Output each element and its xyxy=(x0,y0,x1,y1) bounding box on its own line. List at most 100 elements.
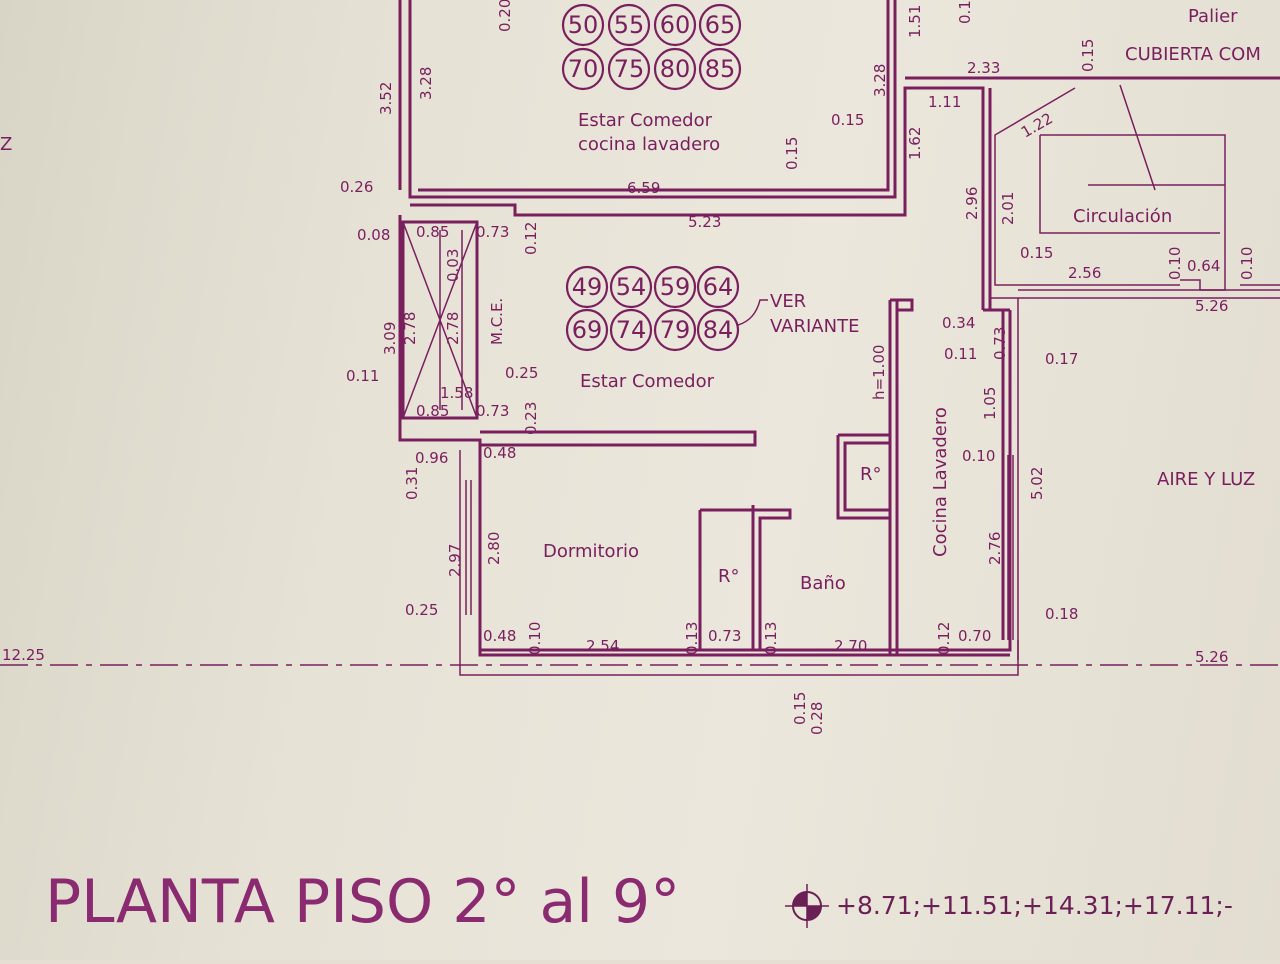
unit-number: 55 xyxy=(614,11,645,39)
room-label: R° xyxy=(860,464,882,485)
dimension: 0.08 xyxy=(357,226,390,244)
floor-levels: +8.71;+11.51;+14.31;+17.11;- xyxy=(836,891,1233,920)
room-label: Baño xyxy=(800,573,846,594)
dimension: 12.25 xyxy=(2,646,45,664)
unit-number: 70 xyxy=(568,55,599,83)
dimension: 2.78 xyxy=(401,312,419,345)
room-label: Estar Comedor xyxy=(580,371,715,392)
room-label: Palier xyxy=(1188,6,1238,27)
room-label: cocina lavadero xyxy=(578,134,720,155)
dimension: 0.31 xyxy=(403,467,421,500)
dimension: 1.62 xyxy=(906,127,924,160)
dimension: 0.28 xyxy=(808,702,826,735)
unit-number: 69 xyxy=(572,316,603,344)
dimension: 0.64 xyxy=(1187,257,1220,275)
dimension: 0.85 xyxy=(416,223,449,241)
dimension: 0.15 xyxy=(831,111,864,129)
dimension: 0.10 xyxy=(1238,247,1256,280)
dimension: 2.78 xyxy=(444,312,462,345)
room-label: M.C.E. xyxy=(488,298,506,345)
dimension: 2.33 xyxy=(967,59,1000,77)
dimension: 0.10 xyxy=(526,622,544,655)
dimension: 0.48 xyxy=(483,627,516,645)
dimension: 0.26 xyxy=(340,178,373,196)
unit-number: 79 xyxy=(660,316,691,344)
dimension-labels: 0.20 3.52 3.28 3.28 1.51 0.15 0.15 0.15 … xyxy=(2,0,1256,735)
unit-number: 64 xyxy=(703,273,734,301)
note-label: VARIANTE xyxy=(770,316,859,337)
dimension: 0.25 xyxy=(505,364,538,382)
dimension: 0.15 xyxy=(1079,39,1097,72)
dimension: h=1.00 xyxy=(870,345,888,400)
dimension: 2.76 xyxy=(986,532,1004,565)
unit-number: 74 xyxy=(616,316,647,344)
dimension: 0.10 xyxy=(1166,247,1184,280)
dimension: 0.13 xyxy=(683,622,701,655)
dimension: 0.18 xyxy=(1045,605,1078,623)
dimension: 2.97 xyxy=(446,544,464,577)
dimension: 6.59 xyxy=(627,179,660,197)
dimension: 2.56 xyxy=(1068,264,1101,282)
dimension: 0.17 xyxy=(1045,350,1078,368)
level-marker-icon xyxy=(785,884,829,928)
room-label: Dormitorio xyxy=(543,541,639,562)
unit-number: 60 xyxy=(660,11,691,39)
dimension: 5.23 xyxy=(688,213,721,231)
unit-number: 59 xyxy=(660,273,691,301)
dimension: 0.11 xyxy=(944,345,977,363)
dimension: 2.01 xyxy=(999,192,1017,225)
dimension: 0.13 xyxy=(762,622,780,655)
dimension: 5.26 xyxy=(1195,297,1228,315)
room-label: R° xyxy=(718,566,740,587)
dimension: 2.96 xyxy=(963,187,981,220)
dimension: 3.09 xyxy=(381,322,399,355)
dimension: 0.48 xyxy=(483,444,516,462)
dimension: 0.73 xyxy=(708,627,741,645)
room-label: AIRE Y LUZ xyxy=(1157,469,1255,490)
dimension: 5.26 xyxy=(1195,648,1228,666)
dimension: 0.70 xyxy=(958,627,991,645)
unit-number: 84 xyxy=(703,316,734,344)
dimension: 0.10 xyxy=(962,447,995,465)
dimension: 0.23 xyxy=(522,402,540,435)
note-label: VER xyxy=(770,291,806,312)
dimension: 0.15 xyxy=(791,692,809,725)
dimension: 1.58 xyxy=(440,384,473,402)
edge-label: Z xyxy=(0,134,12,155)
dimension: 0.12 xyxy=(935,622,953,655)
unit-number: 65 xyxy=(705,11,736,39)
dimension: 3.52 xyxy=(377,82,395,115)
dimension: 3.28 xyxy=(871,64,889,97)
plan-title: PLANTA PISO 2° al 9° xyxy=(45,867,680,937)
dimension: 0.85 xyxy=(416,402,449,420)
dimension: 0.15 xyxy=(1020,244,1053,262)
dimension: 0.96 xyxy=(415,449,448,467)
unit-numbers-lower: 49 54 59 64 69 74 79 84 xyxy=(565,265,768,352)
dimension: 1.51 xyxy=(906,5,924,38)
dimension: 0.25 xyxy=(405,601,438,619)
dimension: 0.15 xyxy=(956,0,974,24)
unit-number: 85 xyxy=(705,55,736,83)
dimension: 2.70 xyxy=(834,637,867,655)
room-label: Circulación xyxy=(1073,206,1172,227)
dimension: 1.22 xyxy=(1018,109,1056,141)
dimension: 1.05 xyxy=(981,387,999,420)
dimension: 3.28 xyxy=(417,67,435,100)
unit-number: 49 xyxy=(572,273,603,301)
dimension: 0.73 xyxy=(476,402,509,420)
dimension: 0.20 xyxy=(496,0,514,32)
room-labels: Estar Comedor cocina lavadero Estar Come… xyxy=(0,6,1261,594)
room-label: Cocina Lavadero xyxy=(930,407,951,557)
unit-number: 50 xyxy=(568,11,599,39)
dimension: 5.02 xyxy=(1028,467,1046,500)
dimension: 0.11 xyxy=(346,367,379,385)
unit-number: 75 xyxy=(614,55,645,83)
room-label: CUBIERTA COM xyxy=(1125,44,1261,65)
dimension: 0.12 xyxy=(522,222,540,255)
dimension: 2.54 xyxy=(586,637,619,655)
dimension: 1.11 xyxy=(928,93,961,111)
walls xyxy=(0,0,1280,676)
unit-number: 80 xyxy=(660,55,691,83)
